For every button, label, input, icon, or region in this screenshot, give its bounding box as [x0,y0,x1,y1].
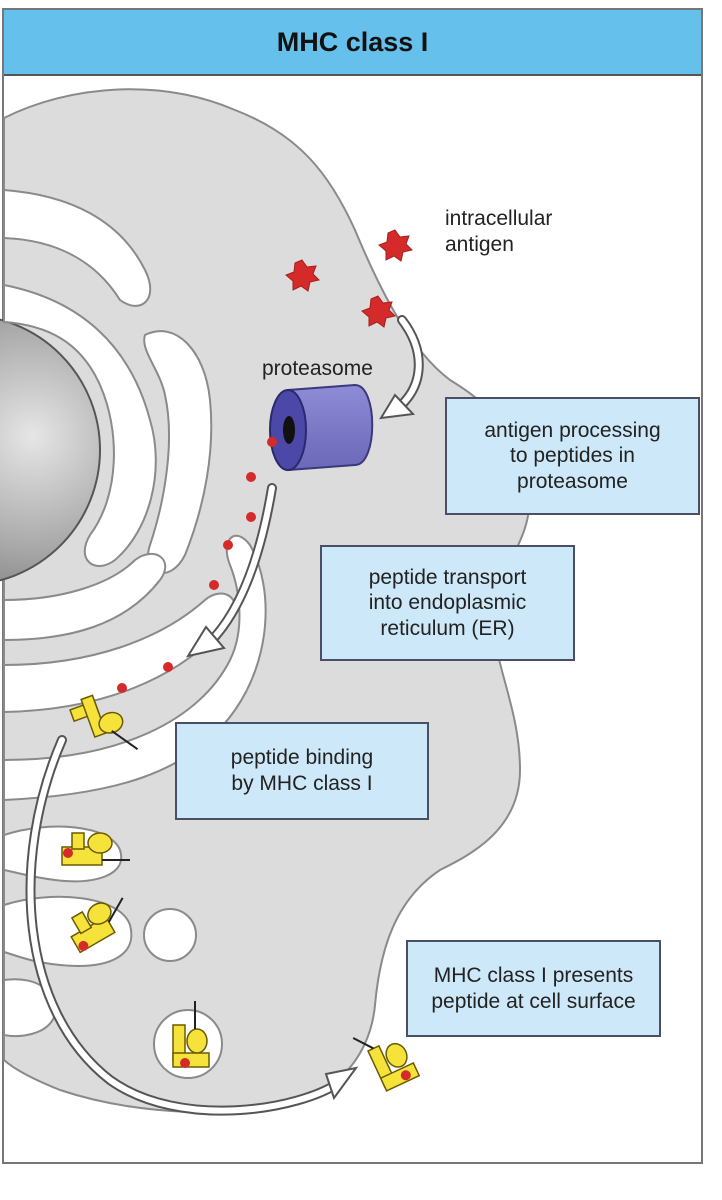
mhc-molecules [61,694,421,1092]
intracellular-antigen-label: intracellular antigen [445,207,553,256]
step-text-presentation: MHC class I presents peptide at cell sur… [431,963,636,1013]
step-text-binding: peptide binding by MHC class I [230,746,374,795]
proteasome-label: proteasome [262,357,373,380]
step-box-transport: peptide transport into endoplasmic retic… [320,545,575,661]
peptides [117,437,277,693]
step-box-binding: peptide binding by MHC class I [175,722,429,820]
er-to-surface-arrow [25,735,359,1116]
antigen-to-proteasome-arrow [379,315,424,420]
step-box-processing: antigen processing to peptides in protea… [445,397,700,515]
step-text-processing: antigen processing to peptides in protea… [484,418,661,493]
proteasome [269,383,374,472]
proteasome-to-er-arrow [185,483,277,658]
step-box-presentation: MHC class I presents peptide at cell sur… [406,940,661,1037]
intracellular-antigens [285,229,413,328]
step-text-transport: peptide transport into endoplasmic retic… [368,565,527,640]
nucleus [0,318,101,582]
diagram-title: MHC class I [4,10,701,76]
